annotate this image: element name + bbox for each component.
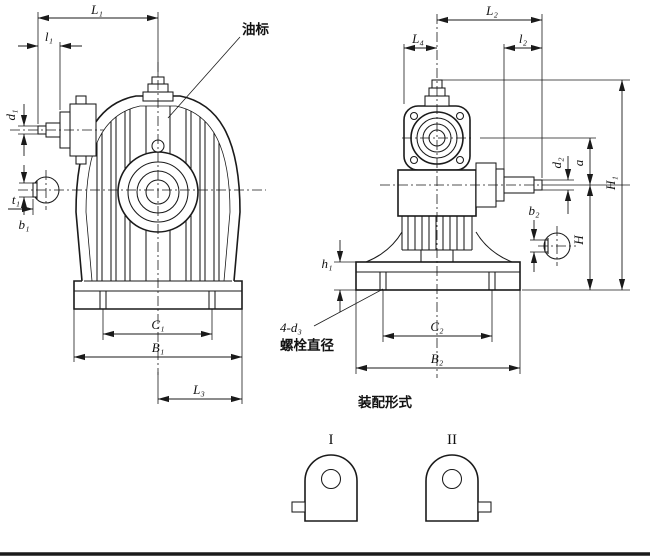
- dim-L2-label: L₂: [485, 3, 498, 18]
- mounting-feet: [355, 231, 521, 291]
- dim-H: H: [571, 184, 594, 291]
- bolt-note-label: 螺栓直径: [280, 337, 334, 353]
- dim-d1-label: d₁: [3, 109, 18, 120]
- oil-gauge-label: 油标: [242, 21, 269, 37]
- centerlines-right: [380, 14, 576, 378]
- oil-gauge-callout: 油标: [167, 21, 269, 119]
- dim-b1-label: b₁: [18, 217, 29, 232]
- worm-bearing-circles: [410, 111, 464, 165]
- dim-L1: L₁: [37, 2, 159, 124]
- dim-L2: L₂: [436, 3, 543, 178]
- dim-b2: b₂: [528, 203, 545, 272]
- right-view: [355, 79, 571, 291]
- dim-L1-label: L₁: [90, 2, 103, 17]
- oil-gauge-leader: [167, 36, 241, 119]
- dim-L3-label: L₃: [192, 382, 205, 397]
- dim-d2: d₂: [542, 156, 574, 214]
- dim-l2: l₂: [503, 31, 543, 169]
- dim-h1-label: h₁: [321, 256, 332, 271]
- assembly-figure-1: I: [291, 432, 358, 522]
- bolt-note-leader: [313, 288, 384, 327]
- assembly-title: 装配形式: [357, 394, 412, 410]
- bolt-diameter-callout: 4-d₃ 螺栓直径: [280, 288, 384, 353]
- dim-L3: L₃: [157, 372, 243, 404]
- assembly-figure-2: II: [425, 432, 492, 522]
- dim-d2-label: d₂: [549, 157, 564, 169]
- cooling-ribs: [96, 106, 220, 281]
- dim-l1-label: l₁: [45, 29, 53, 44]
- dim-B1-label: B₁: [152, 340, 164, 355]
- foundation-bolt-slots: [379, 272, 496, 290]
- dim-B1: B₁: [73, 309, 243, 404]
- centerlines-left: [10, 62, 266, 375]
- dim-B2-label: B₂: [431, 351, 444, 366]
- dim-t1: t₁: [8, 192, 34, 215]
- dim-H-label: H: [571, 235, 586, 246]
- dim-H1-label: H₁: [603, 176, 618, 191]
- assembly-variant-1-label: I: [329, 432, 334, 448]
- bolt-spec-label: 4-d₃: [280, 320, 302, 335]
- assembly-variant-2-label: II: [447, 432, 457, 448]
- dim-B2: B₂: [355, 290, 521, 374]
- dim-l1: l₁: [18, 29, 82, 110]
- dim-H1: H₁: [603, 79, 626, 291]
- flange-bolt-holes: [409, 111, 465, 165]
- dim-b2-label: b₂: [528, 203, 540, 218]
- dim-C2: C₂: [382, 290, 493, 342]
- dim-L4-label: L₄: [411, 31, 424, 46]
- dim-h1: h₁: [321, 240, 356, 312]
- dim-C2-label: C₂: [430, 319, 444, 334]
- dim-L4: L₄: [403, 31, 438, 104]
- dim-C1: C₁: [102, 309, 213, 340]
- dim-a: a: [571, 137, 594, 186]
- dim-l2-label: l₂: [519, 31, 528, 46]
- dim-t1-label: t₁: [12, 192, 20, 207]
- dim-d1: d₁: [3, 104, 38, 156]
- assembly-forms: 装配形式 I II: [291, 394, 492, 522]
- dim-b1: b₁: [18, 165, 33, 232]
- dim-C1-label: C₁: [151, 317, 164, 332]
- dim-a-label: a: [571, 159, 586, 166]
- left-view: [32, 76, 243, 310]
